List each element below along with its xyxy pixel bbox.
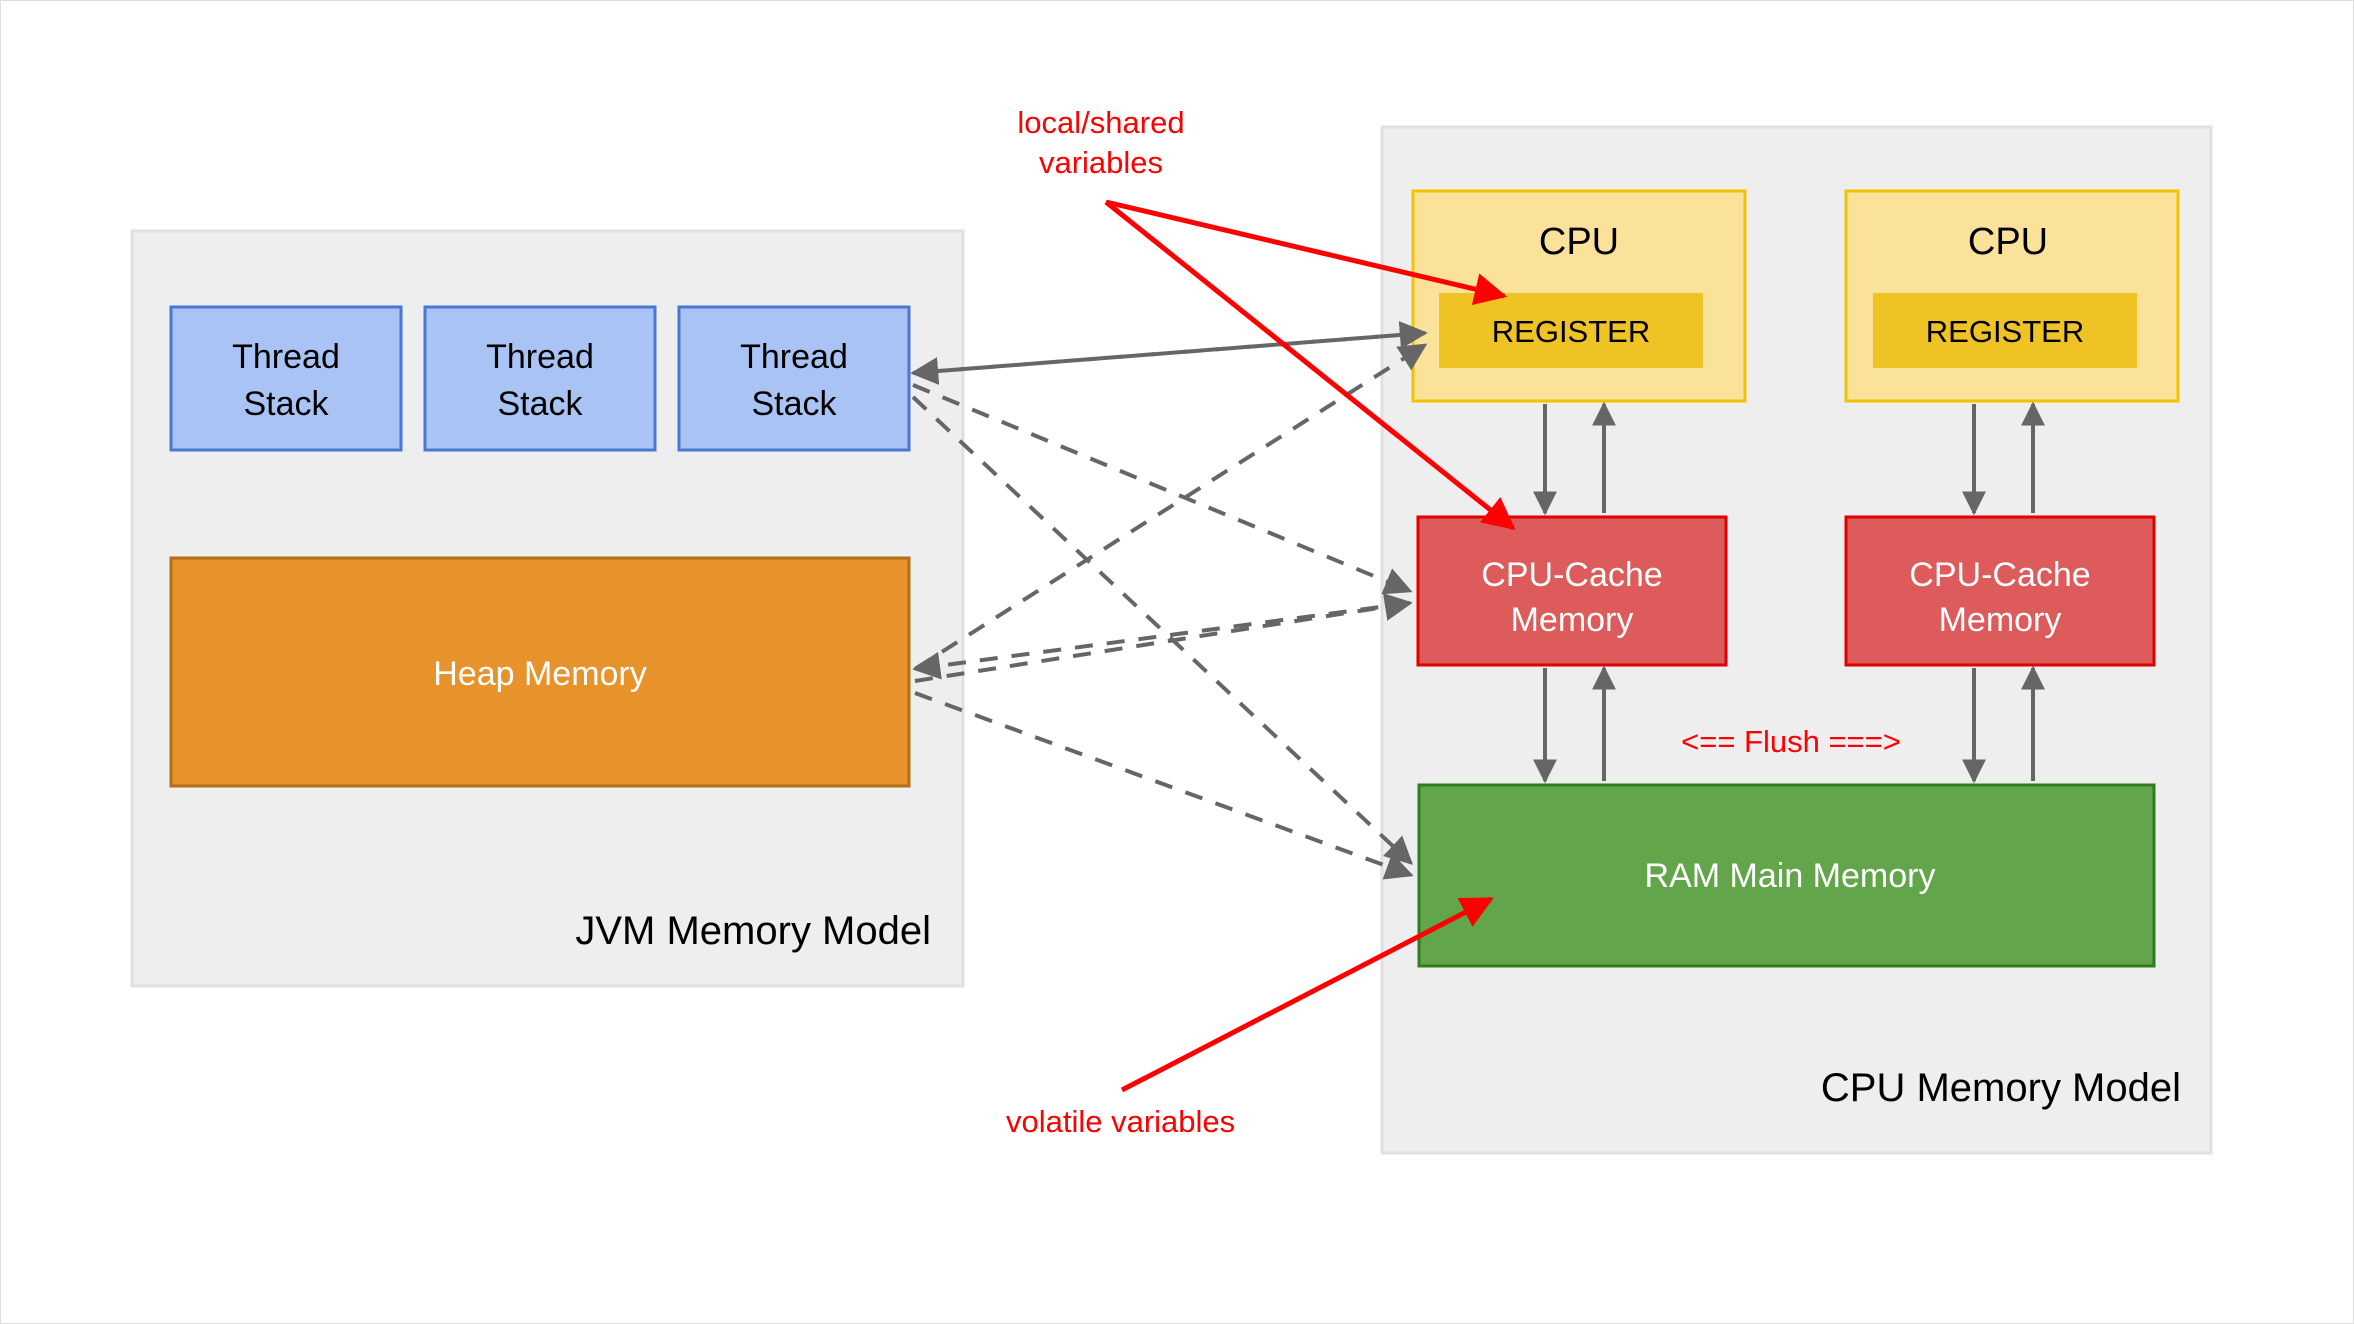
dashed-cache-to-heap — [912, 601, 1411, 680]
jvm-cpu-dashed-connectors — [910, 321, 1428, 880]
annotation-local-shared-line2: variables — [1039, 145, 1163, 180]
cpu-cache-label-2-line2: Memory — [1939, 601, 2062, 639]
cpu-cache-label-1-line1: CPU-Cache — [1481, 556, 1662, 594]
cpu-label-2: CPU — [1968, 221, 2048, 263]
dashed-threadstack-to-ram — [911, 395, 1414, 865]
thread-stack-label-2-line1: Thread — [486, 338, 594, 376]
thread-stack-label-2-line2: Stack — [497, 385, 583, 423]
dashed-heap-to-cache — [914, 593, 1413, 683]
cpu-cache-connector-arrows — [1533, 401, 2045, 516]
dashed-register-to-threadstack — [910, 331, 1426, 385]
register-label-1: REGISTER — [1492, 314, 1650, 349]
cpu-box-1[interactable]: CPU REGISTER — [1411, 189, 1747, 403]
thread-stack-rect-3 — [677, 305, 911, 452]
heap-memory-label: Heap Memory — [433, 655, 647, 693]
cpu-panel-title: CPU Memory Model — [1821, 1066, 2181, 1110]
annotation-volatile-variables: volatile variables — [1006, 1104, 1235, 1139]
ram-main-memory-label: RAM Main Memory — [1645, 857, 1936, 895]
cache-ram-connector-arrows — [1533, 665, 2045, 784]
cpu-cache-box-1[interactable]: CPU-Cache Memory — [1416, 515, 1728, 667]
dashed-heap-to-register — [913, 343, 1428, 671]
jvm-memory-model-panel: Thread Stack Thread Stack Thread Stack H… — [130, 229, 965, 988]
thread-stack-rect-1 — [169, 305, 403, 452]
dashed-heap-to-ram — [914, 691, 1414, 880]
heap-memory-rect — [169, 556, 911, 788]
thread-stack-box-1[interactable]: Thread Stack — [169, 305, 403, 452]
thread-stack-box-2[interactable]: Thread Stack — [423, 305, 657, 452]
register-label-2: REGISTER — [1926, 314, 2084, 349]
annotation-local-shared-variables: local/shared variables — [1017, 105, 1184, 180]
thread-stack-label-3-line1: Thread — [740, 338, 848, 376]
thread-stack-box-3[interactable]: Thread Stack — [677, 305, 911, 452]
ram-main-memory-rect — [1417, 783, 2156, 968]
annotation-local-shared-line1: local/shared — [1017, 105, 1184, 140]
register-rect-1 — [1439, 293, 1703, 368]
cpu-cache-rect-2 — [1844, 515, 2156, 667]
thread-stack-rect-2 — [423, 305, 657, 452]
jvm-panel-title: JVM Memory Model — [575, 909, 931, 953]
red-arrow-to-cpu-cache — [1104, 200, 1516, 531]
cpu-label-1: CPU — [1539, 221, 1619, 263]
cpu-memory-model-panel: CPU REGISTER CPU REGISTER CPU-Cache Memo… — [1380, 125, 2213, 1155]
thread-stack-label-1-line2: Stack — [243, 385, 329, 423]
register-rect-2 — [1873, 293, 2137, 368]
cpu-cache-label-1-line2: Memory — [1511, 601, 1634, 639]
ram-main-memory-box[interactable]: RAM Main Memory — [1417, 783, 2156, 968]
cpu-cache-box-2[interactable]: CPU-Cache Memory — [1844, 515, 2156, 667]
dashed-threadstack-to-cache — [912, 383, 1413, 595]
cpu-cache-rect-1 — [1416, 515, 1728, 667]
red-arrow-to-register — [1105, 199, 1508, 306]
cpu-cache-label-2-line1: CPU-Cache — [1909, 556, 2090, 594]
heap-memory-box[interactable]: Heap Memory — [169, 556, 911, 788]
red-annotation-arrows — [1104, 199, 1516, 1093]
thread-stack-label-3-line2: Stack — [751, 385, 837, 423]
annotation-volatile-line1: volatile variables — [1006, 1104, 1235, 1139]
flush-annotation-label: <== Flush ===> — [1681, 724, 1901, 759]
thread-stack-label-1-line1: Thread — [232, 338, 340, 376]
cpu-box-2[interactable]: CPU REGISTER — [1844, 189, 2180, 403]
red-arrow-to-ram — [1120, 896, 1494, 1093]
